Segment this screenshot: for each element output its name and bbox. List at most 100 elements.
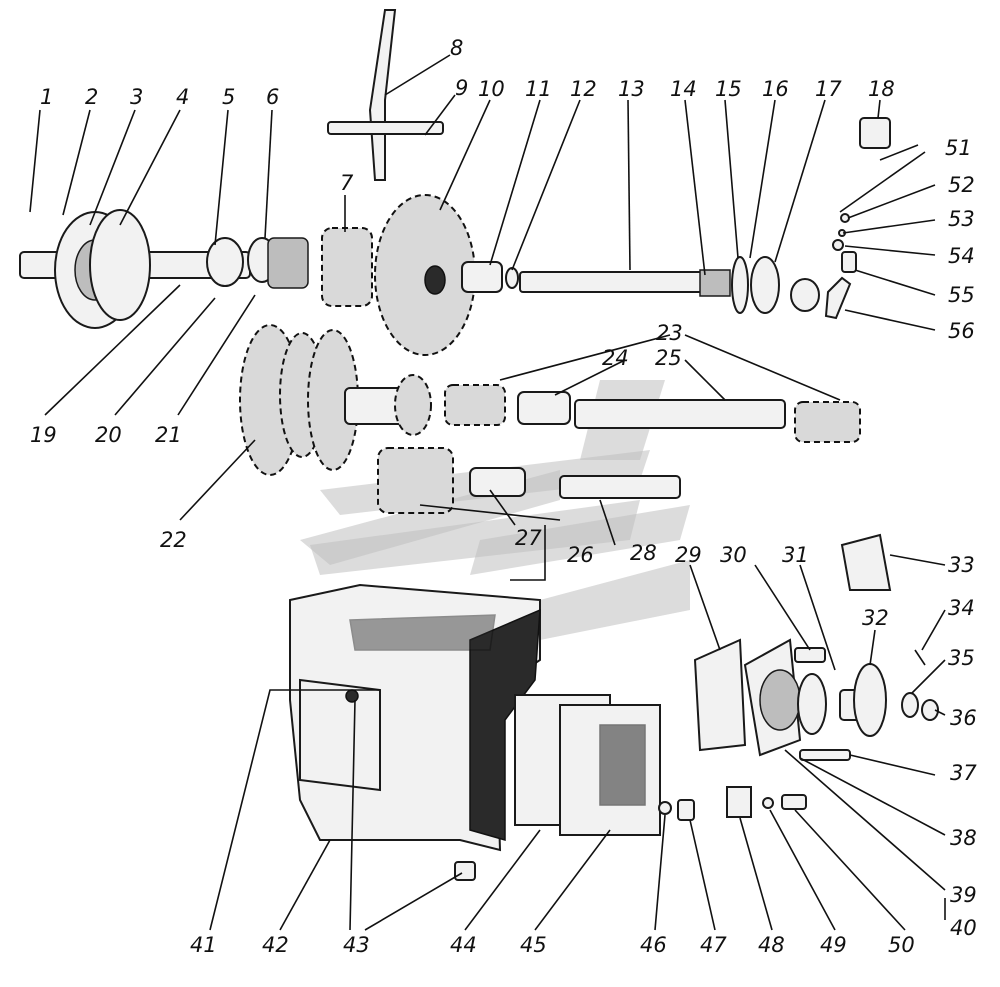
axle-28 bbox=[559, 475, 681, 499]
callout-10: 10 bbox=[478, 77, 505, 101]
callout-13: 13 bbox=[618, 77, 645, 101]
callout-16: 16 bbox=[762, 77, 789, 101]
rear-cover-bore bbox=[759, 669, 801, 731]
callout-19: 19 bbox=[30, 423, 57, 447]
callout-46: 46 bbox=[640, 933, 667, 957]
callout-18: 18 bbox=[868, 77, 895, 101]
callout-14: 14 bbox=[670, 77, 697, 101]
washer-35 bbox=[901, 692, 919, 718]
callout-38: 38 bbox=[950, 826, 977, 850]
reverse-gear-group bbox=[377, 447, 681, 514]
callout-5: 5 bbox=[222, 85, 235, 109]
flange-32 bbox=[853, 663, 887, 737]
spacer-24 bbox=[517, 391, 571, 425]
needle-bearing-23b bbox=[794, 401, 861, 443]
callout-11: 11 bbox=[525, 77, 552, 101]
callout-3: 3 bbox=[130, 85, 143, 109]
callout-22: 22 bbox=[160, 528, 187, 552]
shift-fork bbox=[327, 9, 444, 181]
main-shaft-assembly bbox=[19, 117, 919, 356]
axle-25 bbox=[574, 399, 786, 429]
washer-49 bbox=[762, 797, 774, 809]
callout-8: 8 bbox=[450, 36, 463, 60]
gear-10-bore bbox=[424, 265, 446, 295]
callout-32: 32 bbox=[862, 606, 889, 630]
bolt-50 bbox=[781, 794, 807, 810]
callout-35: 35 bbox=[948, 646, 975, 670]
needle-bearing-23a bbox=[444, 384, 506, 426]
callout-54: 54 bbox=[948, 244, 975, 268]
callout-21: 21 bbox=[155, 423, 182, 447]
callout-43: 43 bbox=[343, 933, 370, 957]
bolt-30 bbox=[794, 647, 826, 663]
bolt-47 bbox=[677, 799, 695, 821]
cover-plates bbox=[514, 694, 807, 836]
callout-4: 4 bbox=[176, 85, 189, 109]
callout-27: 27 bbox=[515, 526, 542, 550]
cover-45-window bbox=[599, 724, 646, 806]
bearing-16 bbox=[750, 256, 780, 314]
callout-40: 40 bbox=[950, 916, 977, 940]
callout-29: 29 bbox=[675, 543, 702, 567]
callout-56: 56 bbox=[948, 319, 975, 343]
synchro-hub bbox=[267, 237, 309, 289]
callout-47: 47 bbox=[700, 933, 727, 957]
pin-18 bbox=[879, 144, 919, 161]
callout-30: 30 bbox=[720, 543, 747, 567]
callout-17: 17 bbox=[815, 77, 842, 101]
plate-48 bbox=[726, 786, 752, 818]
counter-gear-cluster bbox=[239, 324, 861, 476]
nut-36 bbox=[921, 699, 939, 721]
callout-33: 33 bbox=[948, 553, 975, 577]
callout-20: 20 bbox=[95, 423, 122, 447]
gear-22-d bbox=[394, 374, 432, 436]
callout-55: 55 bbox=[948, 283, 975, 307]
callout-36: 36 bbox=[950, 706, 977, 730]
callout-51: 51 bbox=[945, 136, 972, 160]
gearbox-housing bbox=[289, 583, 541, 881]
callout-1: 1 bbox=[40, 85, 53, 109]
bushing-18 bbox=[859, 117, 891, 149]
callout-53: 53 bbox=[948, 207, 975, 231]
washer-15 bbox=[731, 256, 749, 314]
detent-hardware bbox=[824, 213, 857, 320]
rear-assembly bbox=[693, 533, 939, 761]
cotter-34 bbox=[914, 649, 926, 666]
fork-rod bbox=[327, 121, 444, 135]
callout-44: 44 bbox=[450, 933, 477, 957]
housing-33 bbox=[840, 533, 892, 591]
bushing-17 bbox=[790, 278, 820, 312]
seal-31 bbox=[797, 673, 827, 735]
bushing-27 bbox=[469, 467, 526, 497]
reverse-gear bbox=[377, 447, 454, 514]
gasket-29 bbox=[693, 638, 747, 752]
plug-43 bbox=[454, 861, 476, 881]
callout-45: 45 bbox=[520, 933, 547, 957]
callout-48: 48 bbox=[758, 933, 785, 957]
callout-24: 24 bbox=[602, 346, 629, 370]
callout-37: 37 bbox=[950, 761, 977, 785]
gear-7 bbox=[321, 227, 373, 307]
secondary-shaft bbox=[519, 271, 706, 293]
callout-7: 7 bbox=[340, 171, 354, 195]
callout-39: 39 bbox=[950, 883, 977, 907]
callout-49: 49 bbox=[820, 933, 847, 957]
callout-15: 15 bbox=[715, 77, 742, 101]
callout-23: 23 bbox=[656, 321, 683, 345]
callout-50: 50 bbox=[888, 933, 915, 957]
callout-12: 12 bbox=[570, 77, 597, 101]
callout-31: 31 bbox=[782, 543, 809, 567]
bearing-ring bbox=[206, 237, 244, 287]
callout-42: 42 bbox=[262, 933, 289, 957]
callout-41: 41 bbox=[190, 933, 217, 957]
callout-28: 28 bbox=[630, 541, 657, 565]
callout-34: 34 bbox=[948, 596, 975, 620]
callout-9: 9 bbox=[455, 76, 468, 100]
drain-boss bbox=[345, 689, 359, 703]
callout-26: 26 bbox=[567, 543, 594, 567]
gasket bbox=[89, 209, 151, 321]
callout-labels: 1 2 3 4 5 6 7 8 9 10 11 12 13 14 15 16 1… bbox=[30, 36, 977, 957]
washer-46 bbox=[658, 801, 672, 815]
callout-2: 2 bbox=[85, 85, 98, 109]
